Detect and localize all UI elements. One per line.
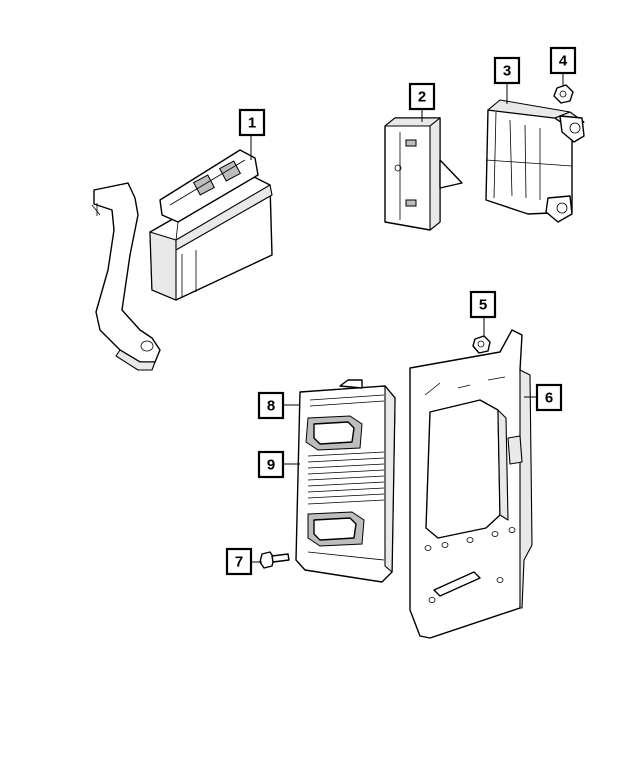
part-1-module-with-bracket[interactable]: [91, 149, 273, 371]
callout-5-label: 5: [479, 297, 487, 314]
callout-3-label: 3: [503, 63, 511, 80]
callout-6-label: 6: [545, 390, 553, 407]
callout-9-label: 9: [267, 457, 275, 474]
callout-6: 6: [535, 383, 563, 412]
callout-8: 8: [257, 391, 285, 420]
part-3-module-with-mounts[interactable]: [485, 99, 585, 223]
part-4-nut[interactable]: [553, 84, 574, 104]
part-7-bolt[interactable]: [259, 551, 290, 569]
callout-3: 3: [493, 56, 521, 85]
callout-2-label: 2: [418, 89, 426, 106]
callout-7: 7: [225, 547, 253, 576]
callout-7-label: 7: [235, 554, 243, 571]
callout-1: 1: [238, 108, 266, 137]
part-6-mounting-plate[interactable]: [409, 329, 533, 639]
part-8-9-engine-control-module[interactable]: [295, 379, 396, 583]
callout-8-label: 8: [267, 398, 275, 415]
callout-2: 2: [408, 82, 436, 111]
part-5-nut[interactable]: [472, 335, 491, 354]
callout-1-label: 1: [248, 115, 256, 132]
callout-5: 5: [469, 290, 497, 319]
callout-9: 9: [257, 450, 285, 479]
part-2-control-module[interactable]: [384, 117, 463, 231]
callout-4-label: 4: [559, 53, 568, 70]
callout-4: 4: [549, 46, 577, 75]
